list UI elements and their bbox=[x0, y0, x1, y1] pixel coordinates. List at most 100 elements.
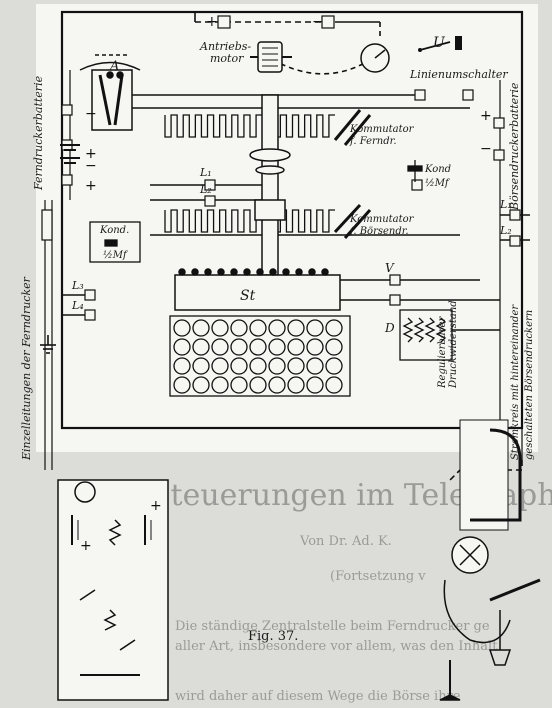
label-d: D bbox=[384, 321, 395, 335]
terminal-l2-right bbox=[509, 235, 521, 247]
adjustable-resistor bbox=[399, 309, 453, 361]
grid-circle bbox=[287, 357, 305, 375]
terminal-l4 bbox=[84, 309, 96, 321]
grid-circle bbox=[268, 319, 286, 337]
label-l2-right: L₂ bbox=[499, 224, 512, 237]
left-battery bbox=[60, 144, 80, 164]
central-shaft bbox=[249, 94, 291, 276]
line-switch bbox=[418, 36, 462, 52]
grid-circle bbox=[306, 338, 324, 356]
switch-a bbox=[79, 54, 141, 131]
label-a: A bbox=[109, 59, 119, 74]
resistor-spring bbox=[413, 317, 425, 343]
st-pin bbox=[295, 268, 303, 276]
sign-plus-right: + bbox=[480, 108, 492, 124]
grid-circle bbox=[230, 376, 248, 394]
grid-circle bbox=[173, 357, 191, 375]
label-kommutator-boersendr-2: f. Börsendr. bbox=[349, 226, 409, 237]
grid-circle bbox=[268, 338, 286, 356]
st-pin bbox=[217, 268, 225, 276]
label-kond-right-2: ½Mf bbox=[425, 178, 451, 189]
label-kond-left-1: Kond. bbox=[99, 225, 129, 236]
terminal-right-2 bbox=[493, 149, 505, 161]
polarity-signs: + − − + − + + − + + bbox=[80, 14, 492, 554]
st-pin bbox=[243, 268, 251, 276]
resistor-spring bbox=[424, 317, 436, 343]
label-u: U bbox=[433, 35, 446, 51]
grid-circle bbox=[230, 338, 248, 356]
grid-circle bbox=[211, 376, 229, 394]
resistor-spring bbox=[402, 317, 414, 343]
label-antriebsmotor-2: motor bbox=[210, 52, 244, 65]
grid-circle bbox=[211, 338, 229, 356]
diagram-labels: Antriebs- motor U Linienumschalter A Kom… bbox=[20, 35, 535, 644]
condenser-left bbox=[89, 221, 141, 263]
terminal-top-minus bbox=[321, 15, 335, 29]
terminal-v-1 bbox=[389, 274, 401, 286]
commutator-boersendrucker bbox=[164, 209, 335, 233]
printing-mechanism bbox=[439, 419, 541, 701]
label-st: St bbox=[240, 288, 256, 304]
label-kond-right-1: Kond bbox=[424, 164, 451, 175]
grid-circle bbox=[306, 357, 324, 375]
label-antriebsmotor-1: Antriebs- bbox=[199, 40, 251, 53]
st-unit bbox=[174, 268, 341, 311]
resistor-spring bbox=[435, 317, 447, 343]
terminal-l3 bbox=[84, 289, 96, 301]
grid-circle bbox=[287, 319, 305, 337]
terminal-kond-right bbox=[411, 179, 423, 191]
sign-plus-lower-right: + bbox=[150, 498, 162, 514]
grid-circle bbox=[173, 319, 191, 337]
label-l3: L₃ bbox=[71, 279, 84, 292]
page-text-line-1: (Fortsetzung v bbox=[330, 569, 426, 584]
sign-plus-left-2: + bbox=[85, 178, 97, 194]
page-text-line-4: wird daher auf diesem Wege die Börse ihr… bbox=[175, 689, 461, 704]
sign-minus-right: − bbox=[480, 141, 492, 157]
drive-motor bbox=[250, 41, 292, 73]
label-regulierbarer-1: Regulierbarer bbox=[437, 316, 448, 389]
st-pin bbox=[321, 268, 329, 276]
label-l1-right: L₁ bbox=[499, 198, 512, 211]
grid-circle bbox=[211, 357, 229, 375]
label-einzelleitungen: Einzelleitungen der Ferndrucker bbox=[20, 276, 33, 461]
circle-grid-frame bbox=[169, 315, 351, 397]
circle-grid bbox=[169, 315, 351, 397]
label-kommutator-ferndr-1: Kommutator bbox=[349, 124, 415, 135]
sign-minus-left-1: − bbox=[85, 106, 97, 122]
sign-minus-left-2: − bbox=[85, 158, 97, 174]
terminal-l2 bbox=[204, 195, 216, 207]
condenser-right bbox=[407, 160, 423, 182]
grid-circle bbox=[306, 376, 324, 394]
terminal-left-1 bbox=[61, 104, 73, 116]
st-pin bbox=[269, 268, 277, 276]
label-l4: L₄ bbox=[71, 299, 84, 312]
sign-plus-left-1: + bbox=[85, 146, 97, 162]
grid-circle bbox=[249, 376, 267, 394]
st-pin bbox=[230, 268, 238, 276]
grid-circle bbox=[173, 376, 191, 394]
grid-circle bbox=[325, 319, 343, 337]
page-text-line-2: Die ständige Zentralstelle beim Ferndruc… bbox=[175, 619, 490, 634]
grid-circle bbox=[249, 319, 267, 337]
label-linienumschalter: Linienumschalter bbox=[409, 68, 508, 81]
page-text-line-3: aller Art, insbesondere vor allem, was d… bbox=[175, 639, 498, 654]
label-boersendruckerbatterie: Börsendruckerbatterie bbox=[508, 82, 521, 211]
terminal-l1 bbox=[204, 179, 216, 191]
grid-circle bbox=[211, 319, 229, 337]
terminal-u-1 bbox=[414, 89, 426, 101]
figure-caption: Fig. 37. bbox=[248, 629, 298, 644]
grid-circle bbox=[268, 357, 286, 375]
grid-circle bbox=[287, 376, 305, 394]
grid-circle bbox=[230, 357, 248, 375]
sign-minus-top: − bbox=[312, 14, 324, 30]
outer-frame bbox=[60, 10, 524, 430]
terminal-top-plus bbox=[217, 15, 231, 29]
terminal-left-3 bbox=[61, 174, 73, 186]
grid-circle bbox=[325, 357, 343, 375]
commutator-ferndrucker bbox=[164, 114, 335, 138]
label-kommutator-ferndr-2: f. Ferndr. bbox=[349, 136, 397, 147]
label-regulierbarer-2: Druckwiderstand bbox=[448, 300, 459, 389]
st-pin bbox=[282, 268, 290, 276]
sign-plus-top: + bbox=[206, 14, 218, 30]
